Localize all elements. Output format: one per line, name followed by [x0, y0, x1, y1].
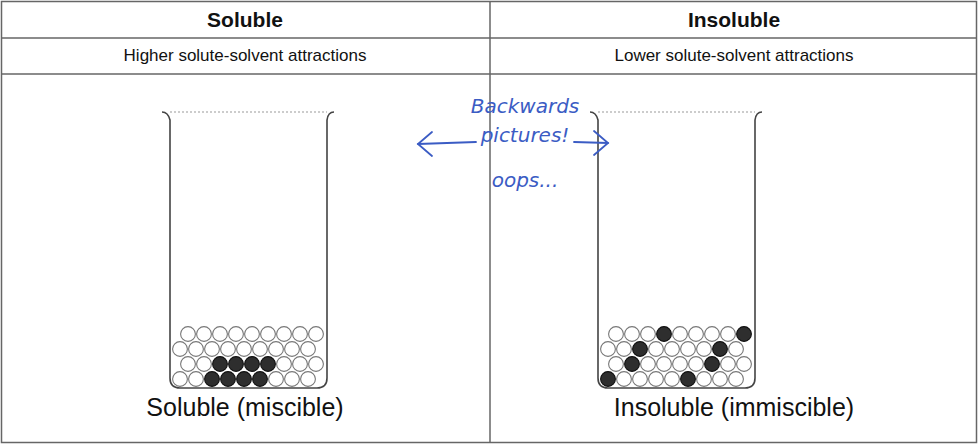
- solvent-particle: [689, 327, 704, 342]
- beaker-caption: Insoluble (immiscible): [492, 393, 976, 422]
- solvent-particle: [189, 372, 204, 387]
- solvent-particle: [285, 342, 300, 357]
- solvent-particle: [205, 342, 220, 357]
- beaker-outline: [590, 112, 762, 388]
- solvent-particle: [277, 327, 292, 342]
- solvent-particle: [681, 342, 696, 357]
- handwritten-note: Backwards pictures!: [462, 92, 588, 150]
- table-cell: Higher solute-solvent attractions: [2, 46, 488, 66]
- solvent-particle: [285, 372, 300, 387]
- solvent-particle: [673, 327, 688, 342]
- solvent-particle: [721, 327, 736, 342]
- particle-group: [173, 327, 752, 387]
- solvent-particle: [293, 327, 308, 342]
- solute-particle: [657, 327, 672, 342]
- column-header: Insoluble: [492, 8, 976, 32]
- solvent-particle: [253, 342, 268, 357]
- solvent-particle: [617, 342, 632, 357]
- solvent-particle: [269, 342, 284, 357]
- solvent-particle: [641, 357, 656, 372]
- solvent-particle: [173, 342, 188, 357]
- solvent-particle: [601, 342, 616, 357]
- solvent-particle: [697, 372, 712, 387]
- arrow-shaft: [574, 142, 608, 143]
- solute-particle: [261, 357, 276, 372]
- row-divider: [2, 37, 977, 39]
- solute-particle: [633, 342, 648, 357]
- arrow-head: [418, 132, 432, 156]
- solvent-particle: [309, 327, 324, 342]
- solvent-particle: [301, 372, 316, 387]
- solvent-particle: [229, 327, 244, 342]
- table-cell: Lower solute-solvent attractions: [492, 46, 976, 66]
- solvent-particle: [617, 372, 632, 387]
- solute-particle: [705, 357, 720, 372]
- solvent-particle: [665, 342, 680, 357]
- solute-particle: [237, 372, 252, 387]
- beaker-outline: [162, 112, 334, 388]
- solvent-particle: [197, 327, 212, 342]
- solvent-particle: [689, 357, 704, 372]
- solute-particle: [713, 342, 728, 357]
- solvent-particle: [657, 357, 672, 372]
- solvent-particle: [713, 372, 728, 387]
- solvent-particle: [649, 342, 664, 357]
- solvent-particle: [173, 372, 188, 387]
- solvent-particle: [221, 342, 236, 357]
- solvent-particle: [609, 357, 624, 372]
- solvent-particle: [697, 342, 712, 357]
- solute-particle: [625, 357, 640, 372]
- solvent-particle: [705, 327, 720, 342]
- solvent-particle: [181, 357, 196, 372]
- solute-particle: [245, 357, 260, 372]
- solvent-particle: [737, 357, 752, 372]
- solvent-particle: [665, 372, 680, 387]
- solute-particle: [681, 372, 696, 387]
- solvent-particle: [301, 342, 316, 357]
- solvent-particle: [237, 342, 252, 357]
- beaker-caption: Soluble (miscible): [2, 393, 488, 422]
- solute-particle: [737, 327, 752, 342]
- solute-particle: [213, 357, 228, 372]
- solvent-particle: [245, 327, 260, 342]
- solvent-particle: [269, 372, 284, 387]
- solvent-particle: [197, 357, 212, 372]
- solvent-particle: [609, 327, 624, 342]
- solvent-particle: [729, 372, 744, 387]
- beaker-rim: [170, 111, 327, 112]
- column-header: Soluble: [2, 8, 488, 32]
- solute-particle: [601, 372, 616, 387]
- solvent-particle: [625, 327, 640, 342]
- solute-particle: [253, 372, 268, 387]
- solvent-particle: [729, 342, 744, 357]
- solvent-particle: [277, 357, 292, 372]
- solvent-particle: [649, 372, 664, 387]
- arrow-shaft: [418, 142, 476, 144]
- solute-particle: [205, 372, 220, 387]
- solvent-particle: [633, 372, 648, 387]
- column-divider: [489, 2, 491, 443]
- solvent-particle: [181, 327, 196, 342]
- arrow-head: [594, 131, 608, 155]
- solvent-particle: [213, 327, 228, 342]
- solvent-particle: [189, 342, 204, 357]
- beaker-rim: [598, 111, 755, 112]
- solvent-particle: [721, 357, 736, 372]
- solute-particle: [221, 372, 236, 387]
- beaker-group: [162, 112, 762, 388]
- solvent-particle: [673, 357, 688, 372]
- solvent-particle: [309, 357, 324, 372]
- solute-particle: [229, 357, 244, 372]
- solvent-particle: [641, 327, 656, 342]
- solvent-particle: [261, 327, 276, 342]
- row-divider: [2, 73, 977, 75]
- solvent-particle: [293, 357, 308, 372]
- handwritten-note: oops...: [470, 166, 580, 195]
